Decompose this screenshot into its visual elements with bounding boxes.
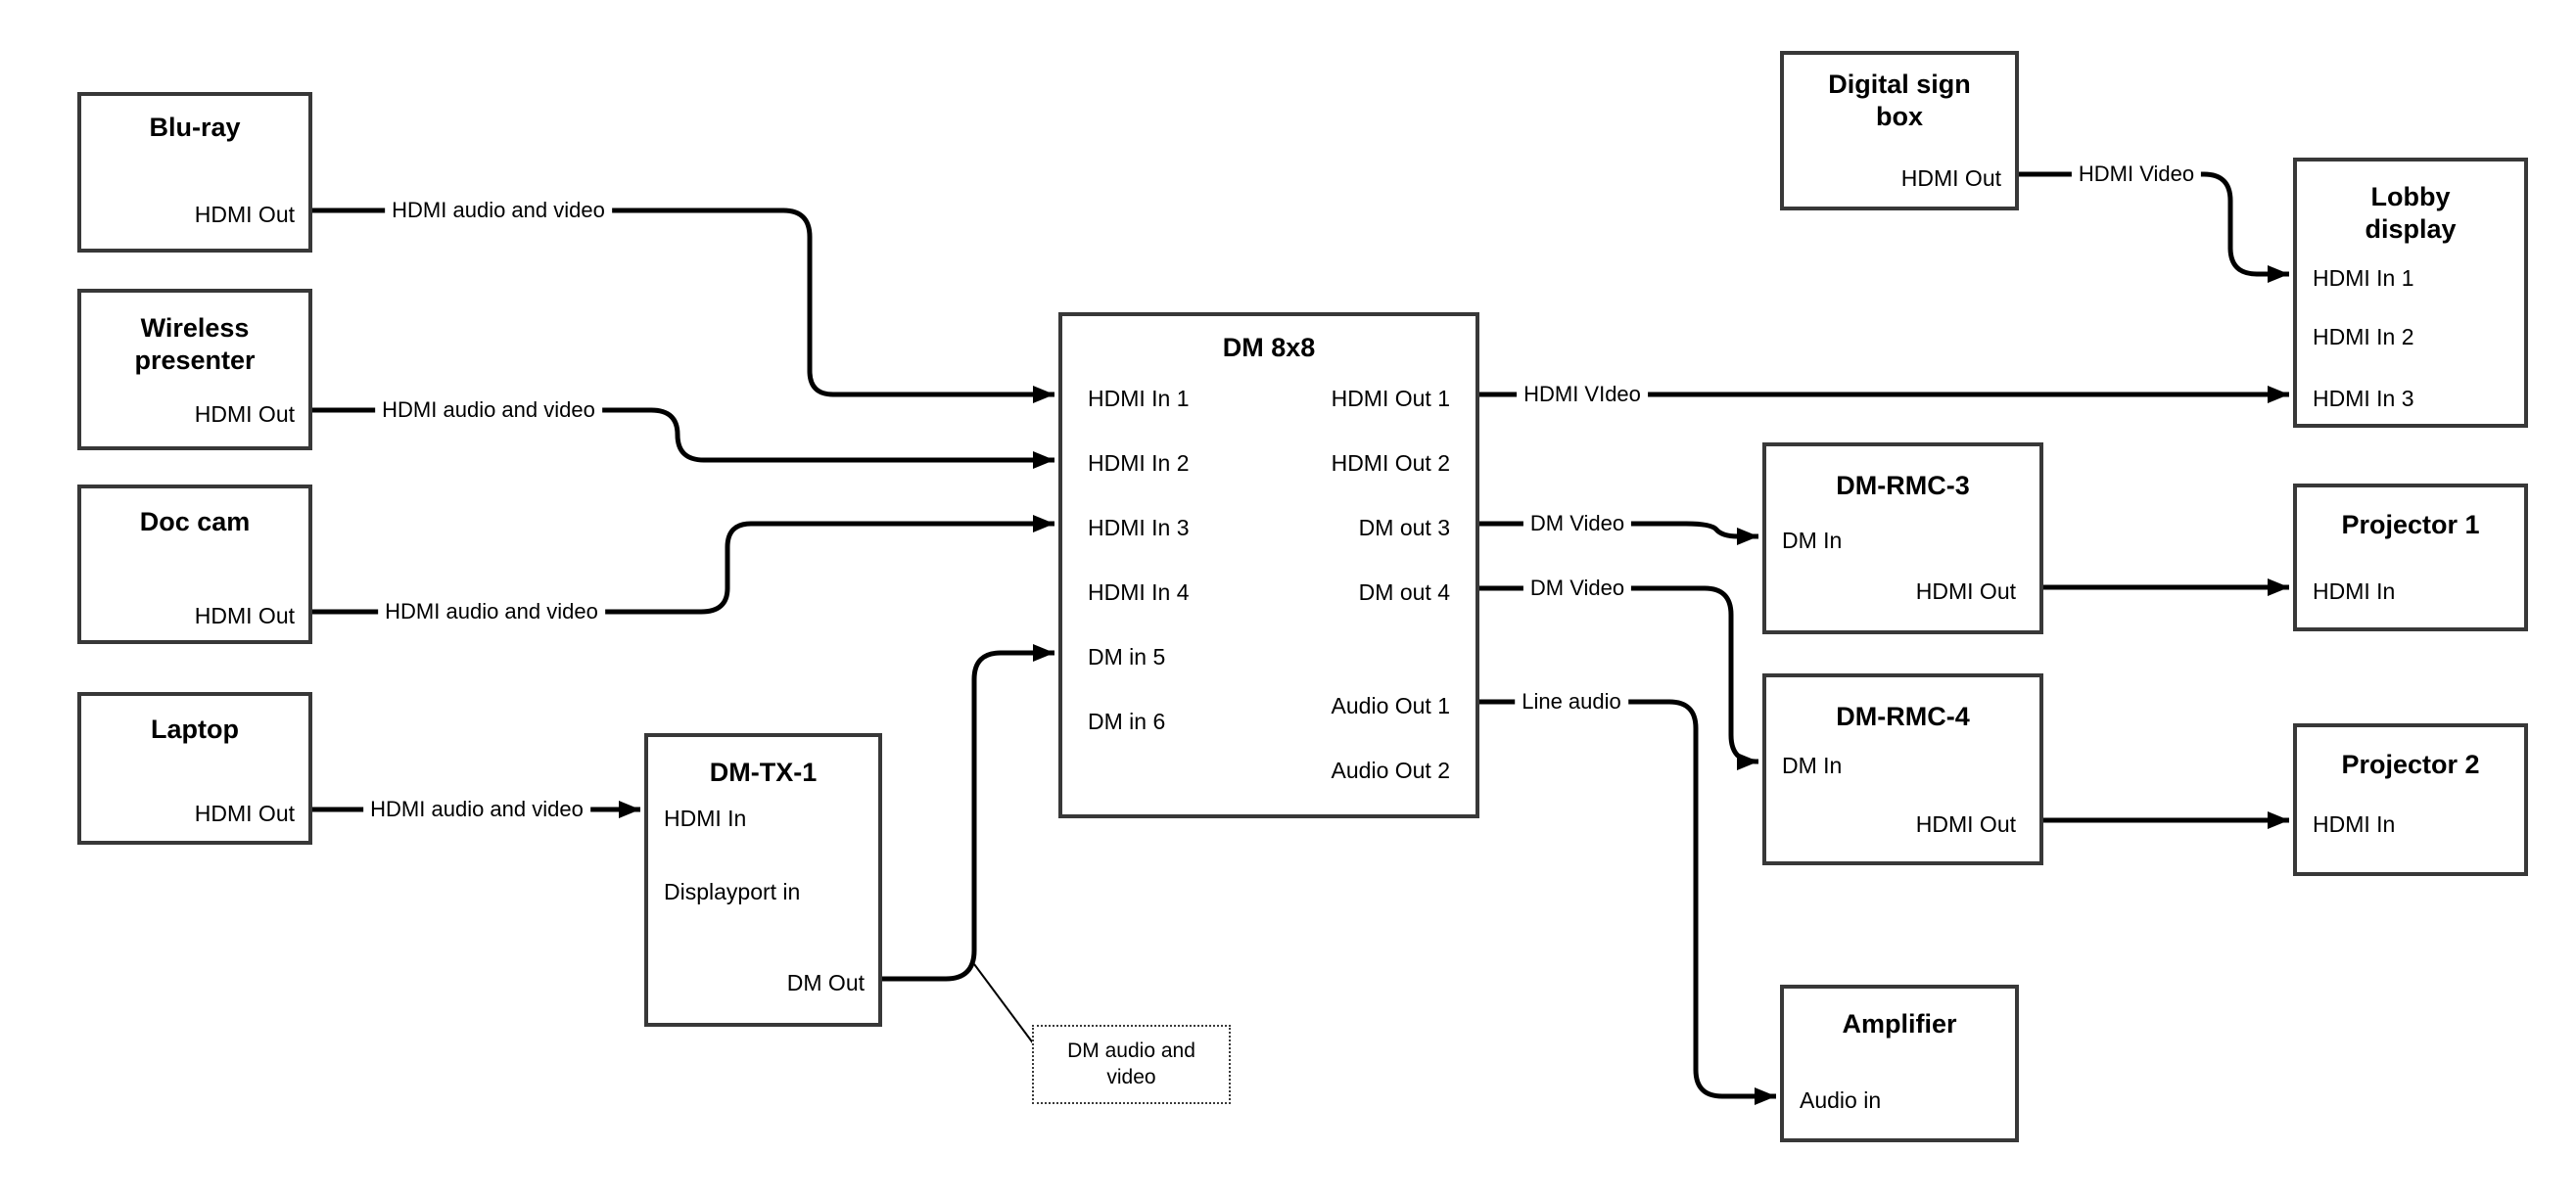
node-title: DM-TX-1 (709, 758, 818, 787)
port-hdmi-in-2: HDMI In 2 (2313, 324, 2414, 349)
port-hdmi-out: HDMI Out (194, 801, 295, 826)
node-title: Lobby display (2365, 182, 2457, 244)
port-hdmi-in-1: HDMI In 1 (1088, 386, 1190, 411)
node-projector-1: Projector 1 HDMI In (2293, 484, 2528, 631)
wire-label-hdmi-video-main: HDMI VIdeo (1517, 381, 1648, 408)
node-title: DM-RMC-3 (1836, 471, 1970, 500)
node-title: Wireless presenter (134, 313, 256, 375)
port-dm-in: DM In (1782, 753, 1843, 778)
port-audio-out-1: Audio Out 1 (1331, 693, 1450, 718)
node-lobby-display: Lobby display HDMI In 1 HDMI In 2 HDMI I… (2293, 158, 2528, 428)
wire-label-line-audio: Line audio (1515, 688, 1628, 716)
port-dm-in: DM In (1782, 528, 1843, 553)
port-hdmi-out-2: HDMI Out 2 (1331, 450, 1450, 476)
port-hdmi-in-3: HDMI In 3 (2313, 386, 2414, 411)
node-title: DM 8x8 (1222, 333, 1316, 362)
port-hdmi-in: HDMI In (2313, 811, 2396, 837)
wire-label-dm-video-out4: DM Video (1522, 575, 1632, 602)
node-dm-tx-1: DM-TX-1 HDMI In Displayport in DM Out (644, 733, 882, 1027)
port-hdmi-in-1: HDMI In 1 (2313, 265, 2414, 291)
node-title: Amplifier (1842, 1009, 1957, 1039)
annotation-callout-line (973, 963, 1035, 1045)
wire-label-dm-video-out3: DM Video (1522, 510, 1632, 537)
node-title: Projector 2 (2341, 750, 2480, 779)
port-hdmi-in: HDMI In (2313, 578, 2396, 604)
node-dm-rmc-3: DM-RMC-3 DM In HDMI Out (1762, 442, 2043, 634)
node-title: DM-RMC-4 (1836, 702, 1970, 731)
port-hdmi-out: HDMI Out (1915, 578, 2016, 604)
port-hdmi-out: HDMI Out (194, 401, 295, 427)
node-title: Doc cam (139, 507, 251, 536)
port-hdmi-in-4: HDMI In 4 (1088, 579, 1190, 605)
wire-dmtx1-to-dm8x8-in5 (882, 644, 1054, 982)
port-displayport-in: Displayport in (664, 879, 801, 904)
wire-label-hdmi-av-bluray: HDMI audio and video (385, 197, 612, 224)
wire-label-hdmi-video-sign: HDMI Video (2071, 161, 2202, 188)
port-dm-in-6: DM in 6 (1088, 709, 1166, 734)
port-audio-out-2: Audio Out 2 (1331, 758, 1450, 783)
node-digital-sign-box: Digital sign box HDMI Out (1780, 51, 2019, 210)
node-wireless-presenter: Wireless presenter HDMI Out (77, 289, 312, 450)
wire-label-hdmi-av-laptop: HDMI audio and video (363, 796, 590, 823)
node-amplifier: Amplifier Audio in (1780, 985, 2019, 1142)
node-dm-rmc-4: DM-RMC-4 DM In HDMI Out (1762, 673, 2043, 865)
node-title: Laptop (151, 715, 239, 744)
wire-label-hdmi-av-wireless: HDMI audio and video (375, 396, 602, 424)
node-title: Blu-ray (149, 113, 241, 142)
port-hdmi-in-2: HDMI In 2 (1088, 450, 1190, 476)
wire-bluray-to-dm8x8-in1 (312, 208, 1054, 403)
wire-wireless-to-dm8x8-in2 (312, 407, 1054, 469)
port-hdmi-in-3: HDMI In 3 (1088, 515, 1190, 540)
node-title: Digital sign box (1828, 69, 1971, 131)
wire-dm8x8-aout1-to-amplifier (1479, 699, 1776, 1105)
port-hdmi-out: HDMI Out (1915, 811, 2016, 837)
port-dm-out-4: DM out 4 (1358, 579, 1450, 605)
port-hdmi-in: HDMI In (664, 806, 747, 831)
wire-label-hdmi-av-doccam: HDMI audio and video (378, 598, 605, 625)
node-dm-8x8: DM 8x8 HDMI In 1 HDMI In 2 HDMI In 3 HDM… (1058, 312, 1479, 818)
node-title: Projector 1 (2341, 510, 2480, 539)
port-dm-in-5: DM in 5 (1088, 644, 1166, 670)
port-audio-in: Audio in (1800, 1087, 1882, 1113)
node-blu-ray: Blu-ray HDMI Out (77, 92, 312, 253)
wire-signbox-to-lobby-in1 (2019, 171, 2289, 283)
wire-dm8x8-out4-to-rmc4 (1479, 585, 1758, 770)
port-hdmi-out: HDMI Out (1900, 165, 2001, 191)
port-hdmi-out-1: HDMI Out 1 (1331, 386, 1450, 411)
port-dm-out-3: DM out 3 (1358, 515, 1450, 540)
port-hdmi-out: HDMI Out (194, 202, 295, 227)
port-hdmi-out: HDMI Out (194, 603, 295, 628)
node-laptop: Laptop HDMI Out (77, 692, 312, 845)
port-dm-out: DM Out (786, 970, 865, 995)
annotation-dm-audio-video: DM audio and video (1032, 1025, 1231, 1104)
node-doc-cam: Doc cam HDMI Out (77, 485, 312, 644)
wire-doccam-to-dm8x8-in3 (312, 515, 1054, 615)
wire-dm8x8-out3-to-rmc3 (1479, 521, 1758, 545)
node-projector-2: Projector 2 HDMI In (2293, 723, 2528, 876)
